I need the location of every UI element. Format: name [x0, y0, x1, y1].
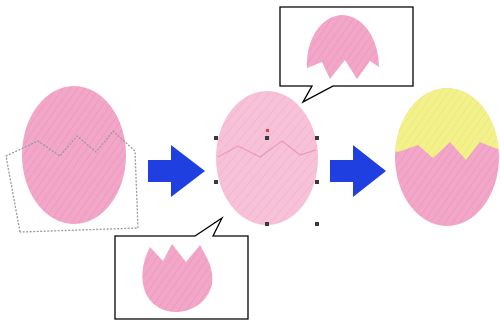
handle-middle-left[interactable]	[214, 180, 218, 184]
handle-top-left[interactable]	[214, 136, 218, 140]
bottom-piece-callout	[114, 216, 249, 320]
cut-outline	[5, 130, 139, 233]
handle-bottom-center[interactable]	[265, 222, 269, 226]
top-piece-shape	[306, 15, 379, 79]
arrow-right-1	[148, 145, 205, 197]
selected-split-egg	[214, 91, 319, 226]
result-egg	[395, 88, 499, 226]
egg-shape-pink	[22, 86, 126, 224]
rotate-handle[interactable]	[266, 129, 269, 132]
egg-shape-light	[216, 91, 318, 225]
top-piece-callout	[279, 6, 414, 104]
bottom-piece-shape	[142, 244, 213, 312]
handle-bottom-right[interactable]	[315, 222, 319, 226]
handle-top-center[interactable]	[265, 136, 269, 140]
split-line	[217, 140, 317, 158]
egg-top-yellow	[395, 88, 499, 160]
original-egg	[5, 86, 139, 233]
handle-middle-right[interactable]	[315, 180, 319, 184]
arrow-right-2	[330, 145, 386, 197]
handle-top-right[interactable]	[315, 136, 319, 140]
